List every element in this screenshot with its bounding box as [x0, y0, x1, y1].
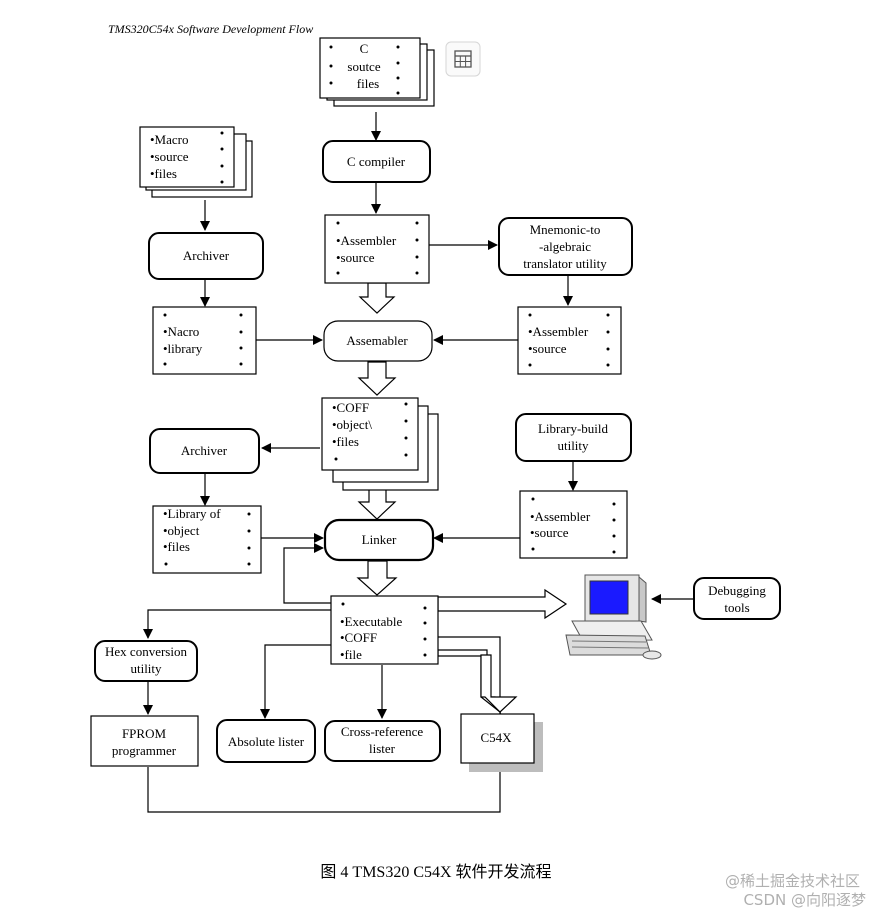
library-of-object-line-1: •Library of [163, 506, 221, 521]
macro-library-line-2: •library [163, 341, 203, 356]
c-source-line-3: files [357, 76, 379, 91]
archiver-bottom-box: Archiver [149, 428, 260, 474]
assembler-source-center-line-1: •Assembler [336, 233, 397, 248]
block-arrows [356, 282, 568, 714]
c54x-label: C54X [480, 730, 512, 745]
coff-object-line-1: •COFF [332, 400, 369, 415]
debugging-tools-box: Debugging tools [693, 577, 781, 620]
mnemonic-translator-box: Mnemonic-to -algebraic translator utilit… [498, 217, 633, 276]
macro-source-files: •Macro •source •files [139, 126, 253, 198]
diagram-title: TMS320C54x Software Development Flow [108, 22, 313, 36]
watermark-juejin: @稀土掘金技术社区 [725, 872, 860, 890]
watermark-csdn: CSDN @向阳逐梦 [743, 891, 866, 909]
hex-conversion-line-2: utility [130, 661, 162, 676]
c-compiler-label: C compiler [347, 154, 406, 169]
c54x-box: C54X [460, 713, 543, 772]
fprom-line-1: FPROM [122, 726, 167, 741]
library-build-box: Library-build utility [515, 413, 632, 462]
assembler-source-center: •Assembler •source [324, 214, 430, 284]
macro-library: •Nacro •library [152, 306, 257, 375]
coff-object-line-2: •object\ [332, 417, 372, 432]
macro-library-line-1: •Nacro [163, 324, 199, 339]
hex-conversion-box: Hex conversion utility [94, 640, 198, 682]
cross-reference-line-2: lister [369, 741, 396, 756]
executable-coff-line-3: •file [340, 647, 362, 662]
absolute-lister-box: Absolute lister [216, 719, 316, 763]
mnemonic-line-3: translator utility [523, 256, 607, 271]
absolute-lister-label: Absolute lister [228, 734, 305, 749]
hex-conversion-line-1: Hex conversion [105, 644, 187, 659]
assembler-source-right: •Assembler •source [517, 306, 622, 375]
library-of-object-line-2: •object [163, 523, 200, 538]
macro-source-line-2: •source [150, 149, 189, 164]
coff-object-line-3: •files [332, 434, 359, 449]
cross-reference-lister-box: Cross-reference lister [324, 720, 441, 762]
fprom-line-2: programmer [112, 743, 177, 758]
c-source-line-2: soutce [347, 59, 380, 74]
archiver-top-label: Archiver [183, 248, 230, 263]
assembler-label: Assemabler [346, 333, 408, 348]
assembler-source-right-line-1: •Assembler [528, 324, 589, 339]
assembler-source-right-line-2: •source [528, 341, 567, 356]
linker-box: Linker [323, 518, 435, 562]
cross-reference-line-1: Cross-reference [341, 724, 424, 739]
figure-caption: 图 4 TMS320 C54X 软件开发流程 [320, 863, 551, 881]
debugging-tools-line-2: tools [724, 600, 749, 615]
c-source-line-1: C [360, 41, 369, 56]
calculator-icon[interactable] [445, 41, 481, 77]
macro-source-line-1: •Macro [150, 132, 188, 147]
mnemonic-line-2: -algebraic [539, 239, 591, 254]
archiver-top-box: Archiver [148, 232, 264, 280]
executable-coff-file: •Executable •COFF •file [330, 595, 439, 665]
connectors [143, 112, 693, 813]
executable-coff-line-2: •COFF [340, 630, 377, 645]
library-of-object-files: •Library of •object •files [152, 505, 262, 574]
assembler-source-center-line-2: •source [336, 250, 375, 265]
assembler-source-lower-right-line-2: •source [530, 525, 569, 540]
archiver-bottom-label: Archiver [181, 443, 228, 458]
c-source-files: C soutce files [319, 37, 435, 107]
mnemonic-line-1: Mnemonic-to [530, 222, 601, 237]
library-build-line-1: Library-build [538, 421, 609, 436]
executable-coff-line-1: •Executable [340, 614, 403, 629]
fprom-programmer-box: FPROM programmer [90, 715, 199, 767]
macro-source-line-3: •files [150, 166, 177, 181]
library-of-object-line-3: •files [163, 539, 190, 554]
assembler-source-lower-right: •Assembler •source [519, 490, 628, 559]
coff-object-files: •COFF •object\ •files [321, 397, 439, 491]
assembler-source-lower-right-line-1: •Assembler [530, 509, 591, 524]
c-compiler-box: C compiler [322, 140, 431, 183]
assembler-box: Assemabler [323, 320, 433, 362]
library-build-line-2: utility [557, 438, 589, 453]
computer-monitor-icon [565, 574, 662, 660]
debugging-tools-line-1: Debugging [708, 583, 766, 598]
linker-label: Linker [362, 532, 397, 547]
